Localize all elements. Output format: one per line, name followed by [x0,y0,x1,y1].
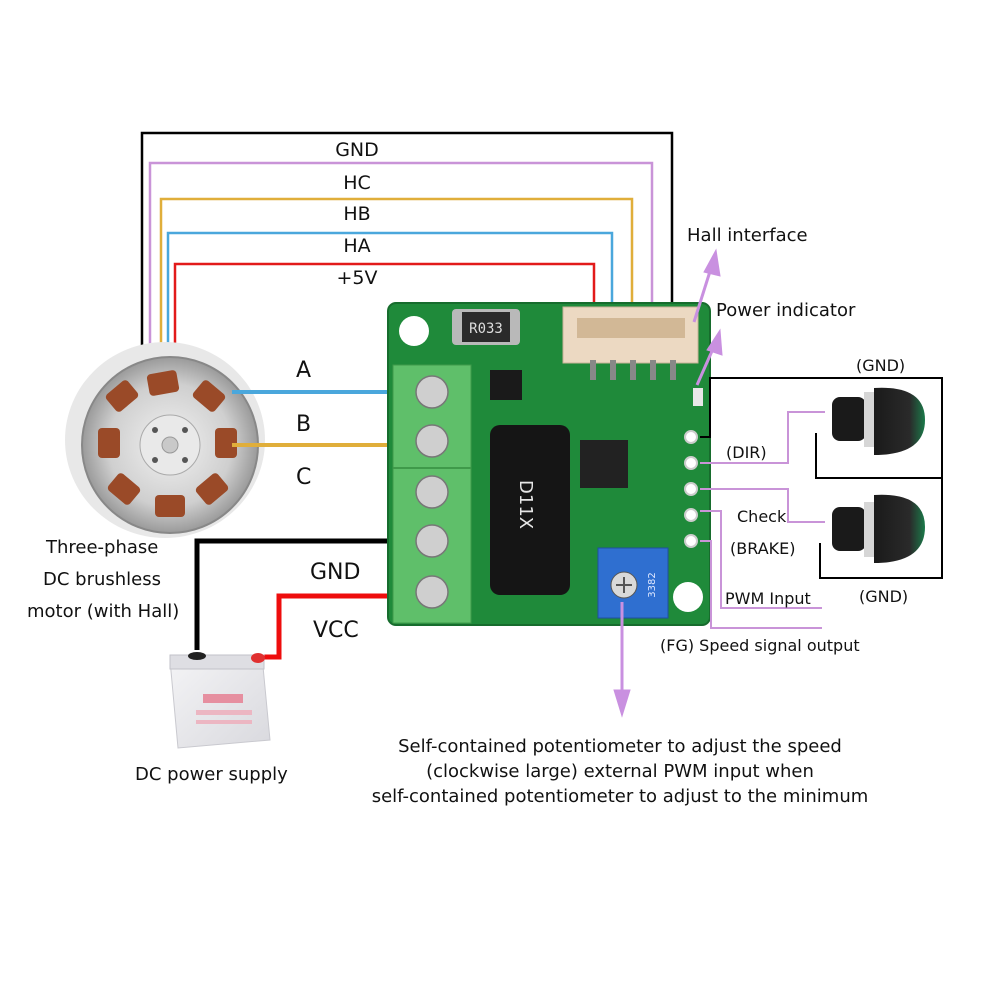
dc-power-supply-battery [169,652,271,749]
signal-header-pads [684,430,698,548]
motor-windings [98,370,237,517]
resistor-marking: R033 [469,321,503,337]
potentiometer-note-line2: (clockwise large) external PWM input whe… [426,761,814,782]
brake-label: (BRAKE) [730,539,796,558]
potentiometer-marking: 3382 [647,572,658,597]
mosfet [490,370,522,400]
wire-pwm-input [700,510,822,609]
hall-wire-gnd [140,131,674,348]
hall-wire-ha [166,231,614,348]
hall-interface-label: Hall interface [687,225,808,246]
power-label-vcc: VCC [313,618,359,643]
hall-connector [562,306,699,380]
gnd-top-label: (GND) [856,356,906,375]
motor-caption-line1: Three-phase [46,537,159,558]
signal-wires [700,377,943,629]
power-wire-vcc [258,593,420,660]
power-wire-gnd [194,538,420,650]
brake-push-button[interactable] [832,494,925,563]
power-indicator-label: Power indicator [716,300,856,321]
fg-output-label: (FG) Speed signal output [660,636,860,655]
power-supply-caption: DC power supply [135,764,288,785]
motor-caption-line2: DC brushless [43,569,162,590]
electrolytic-capacitor: D11X [490,425,570,595]
check-label: Check [737,507,787,526]
wire-brake [700,488,825,523]
pwm-input-label: PWM Input [725,589,811,608]
hall-label-hc: HC [343,172,371,194]
wire-fg-output [700,540,822,629]
annotation-arrows [613,248,723,718]
potentiometer-note-line1: Self-contained potentiometer to adjust t… [398,736,842,757]
phase-label-b: B [296,412,312,437]
phase-label-a: A [296,358,312,383]
motor-caption-line3: motor (with Hall) [27,601,180,622]
wire-switch-return [815,433,942,479]
speed-potentiometer[interactable]: 3382 [597,547,669,619]
dir-label: (DIR) [726,443,767,462]
hall-label-hb: HB [343,203,371,225]
dir-push-button[interactable] [832,387,925,455]
shunt-resistor: R033 [452,309,520,345]
wire-switch-gnd-top [700,377,943,579]
potentiometer-note-line3: self-contained potentiometer to adjust t… [371,786,869,807]
hall-label-5v: +5V [336,267,378,289]
bldc-motor [65,342,265,538]
hall-interface-arrow [692,264,714,323]
phase-label-c: C [296,465,312,490]
hall-label-ha: HA [343,235,371,257]
bldc-driver-board: R033 D11X 3382 [387,302,711,626]
terminal-screws [415,375,449,609]
screw-terminal-block [392,364,472,624]
driver-ic [580,440,628,488]
hall-wire-hb [159,197,634,348]
potentiometer-note: Self-contained potentiometer to adjust t… [320,734,920,809]
wire-dir [700,411,825,464]
power-label-gnd: GND [310,560,361,585]
power-led [693,388,703,406]
capacitor-marking: D11X [515,480,536,529]
hall-wires [140,131,674,348]
hall-wire-hc [148,161,654,348]
gnd-bottom-label: (GND) [859,587,909,606]
hall-wire-5v [173,262,596,348]
hall-label-gnd: GND [335,139,379,161]
